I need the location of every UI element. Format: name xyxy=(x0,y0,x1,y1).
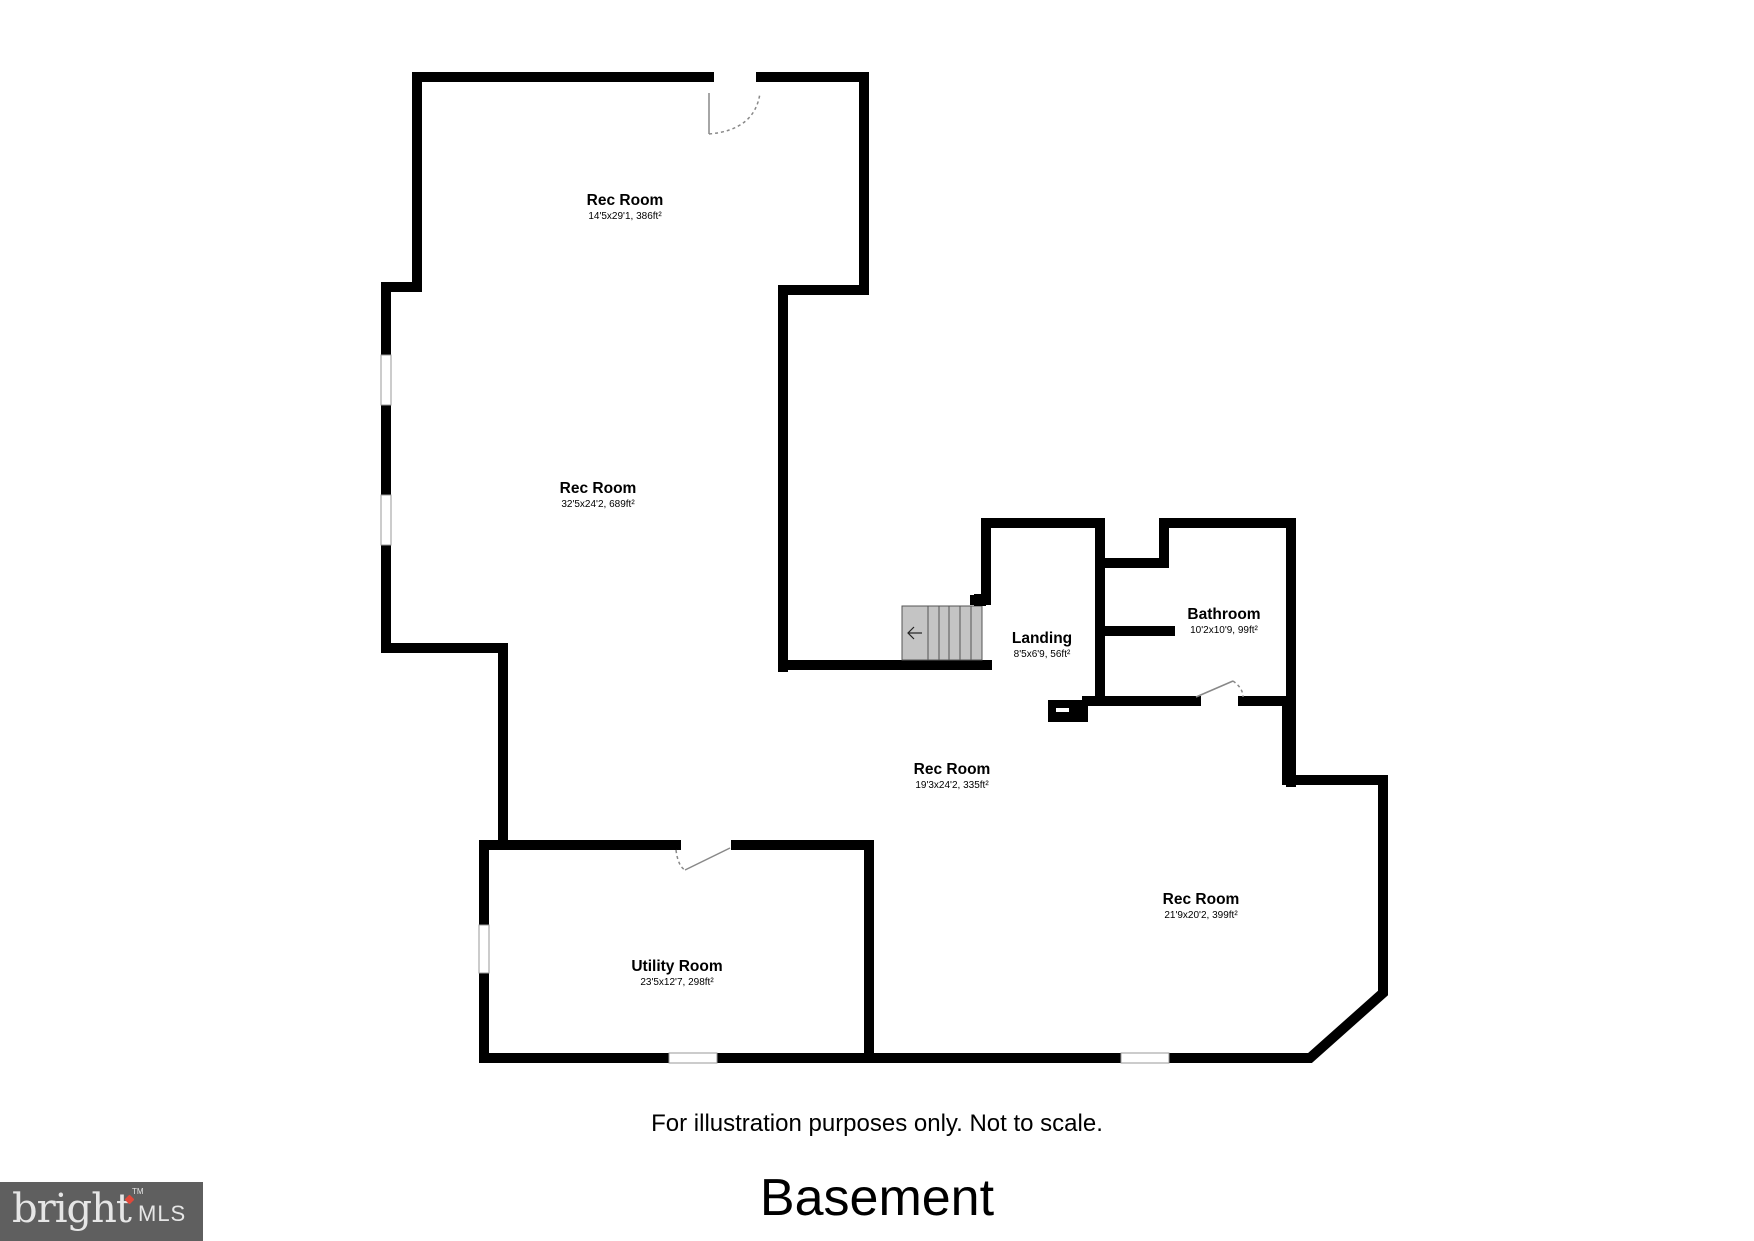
bright-mls-logo: bright TM MLS xyxy=(0,1182,203,1241)
doors xyxy=(675,92,1244,871)
room-label-bathroom: Bathroom 10'2x10'9, 99ft² xyxy=(1187,606,1260,638)
room-dimensions: 10'2x10'9, 99ft² xyxy=(1190,625,1258,636)
room-name: Landing xyxy=(1011,630,1073,647)
room-name: Rec Room xyxy=(586,192,664,209)
room-label-rec-room-center: Rec Room 19'3x24'2, 335ft² xyxy=(914,761,991,793)
arrow-left-icon xyxy=(907,626,922,640)
logo-suffix: MLS xyxy=(138,1201,187,1226)
room-dimensions: 14'5x29'1, 386ft² xyxy=(588,211,662,222)
room-label-utility-room: Utility Room 23'5x12'7, 298ft² xyxy=(631,958,722,990)
room-name: Bathroom xyxy=(1187,606,1261,623)
room-dimensions: 19'3x24'2, 335ft² xyxy=(915,780,989,791)
room-dimensions: 32'5x24'2, 689ft² xyxy=(561,499,635,510)
room-name: Rec Room xyxy=(1162,891,1240,908)
stairs xyxy=(901,605,983,661)
room-name: Rec Room xyxy=(559,480,637,497)
room-name: Utility Room xyxy=(631,958,723,975)
disclaimer: For illustration purposes only. Not to s… xyxy=(651,1110,1103,1137)
logo-brand: bright xyxy=(12,1186,132,1232)
room-dimensions: 8'5x6'9, 56ft² xyxy=(1013,649,1071,660)
floor-title: Basement xyxy=(759,1169,995,1227)
room-label-rec-room-upper: Rec Room 14'5x29'1, 386ft² xyxy=(587,192,664,224)
room-label-rec-room-lower-right: Rec Room 21'9x20'2, 399ft² xyxy=(1163,891,1240,923)
room-name: Rec Room xyxy=(913,761,991,778)
logo-tm: TM xyxy=(132,1187,144,1196)
room-label-landing: Landing 8'5x6'9, 56ft² xyxy=(1012,630,1072,662)
room-label-rec-room-main: Rec Room 32'5x24'2, 689ft² xyxy=(560,480,637,512)
room-dimensions: 23'5x12'7, 298ft² xyxy=(640,977,714,988)
windows xyxy=(380,354,1170,1064)
room-dimensions: 21'9x20'2, 399ft² xyxy=(1164,910,1238,921)
